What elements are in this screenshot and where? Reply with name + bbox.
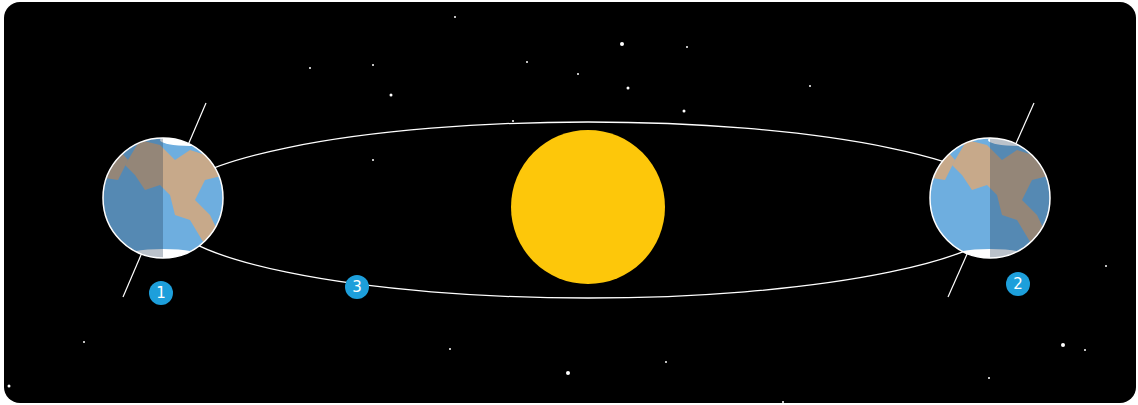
space-background [4,2,1136,403]
callout-number: 3 [345,275,369,299]
callout-number: 2 [1006,272,1030,296]
stars [8,16,1108,403]
earth-left [100,103,230,297]
callout-number: 1 [149,281,173,305]
orbit-path [162,122,1014,298]
sun [511,130,665,284]
earth-right [925,103,1055,297]
